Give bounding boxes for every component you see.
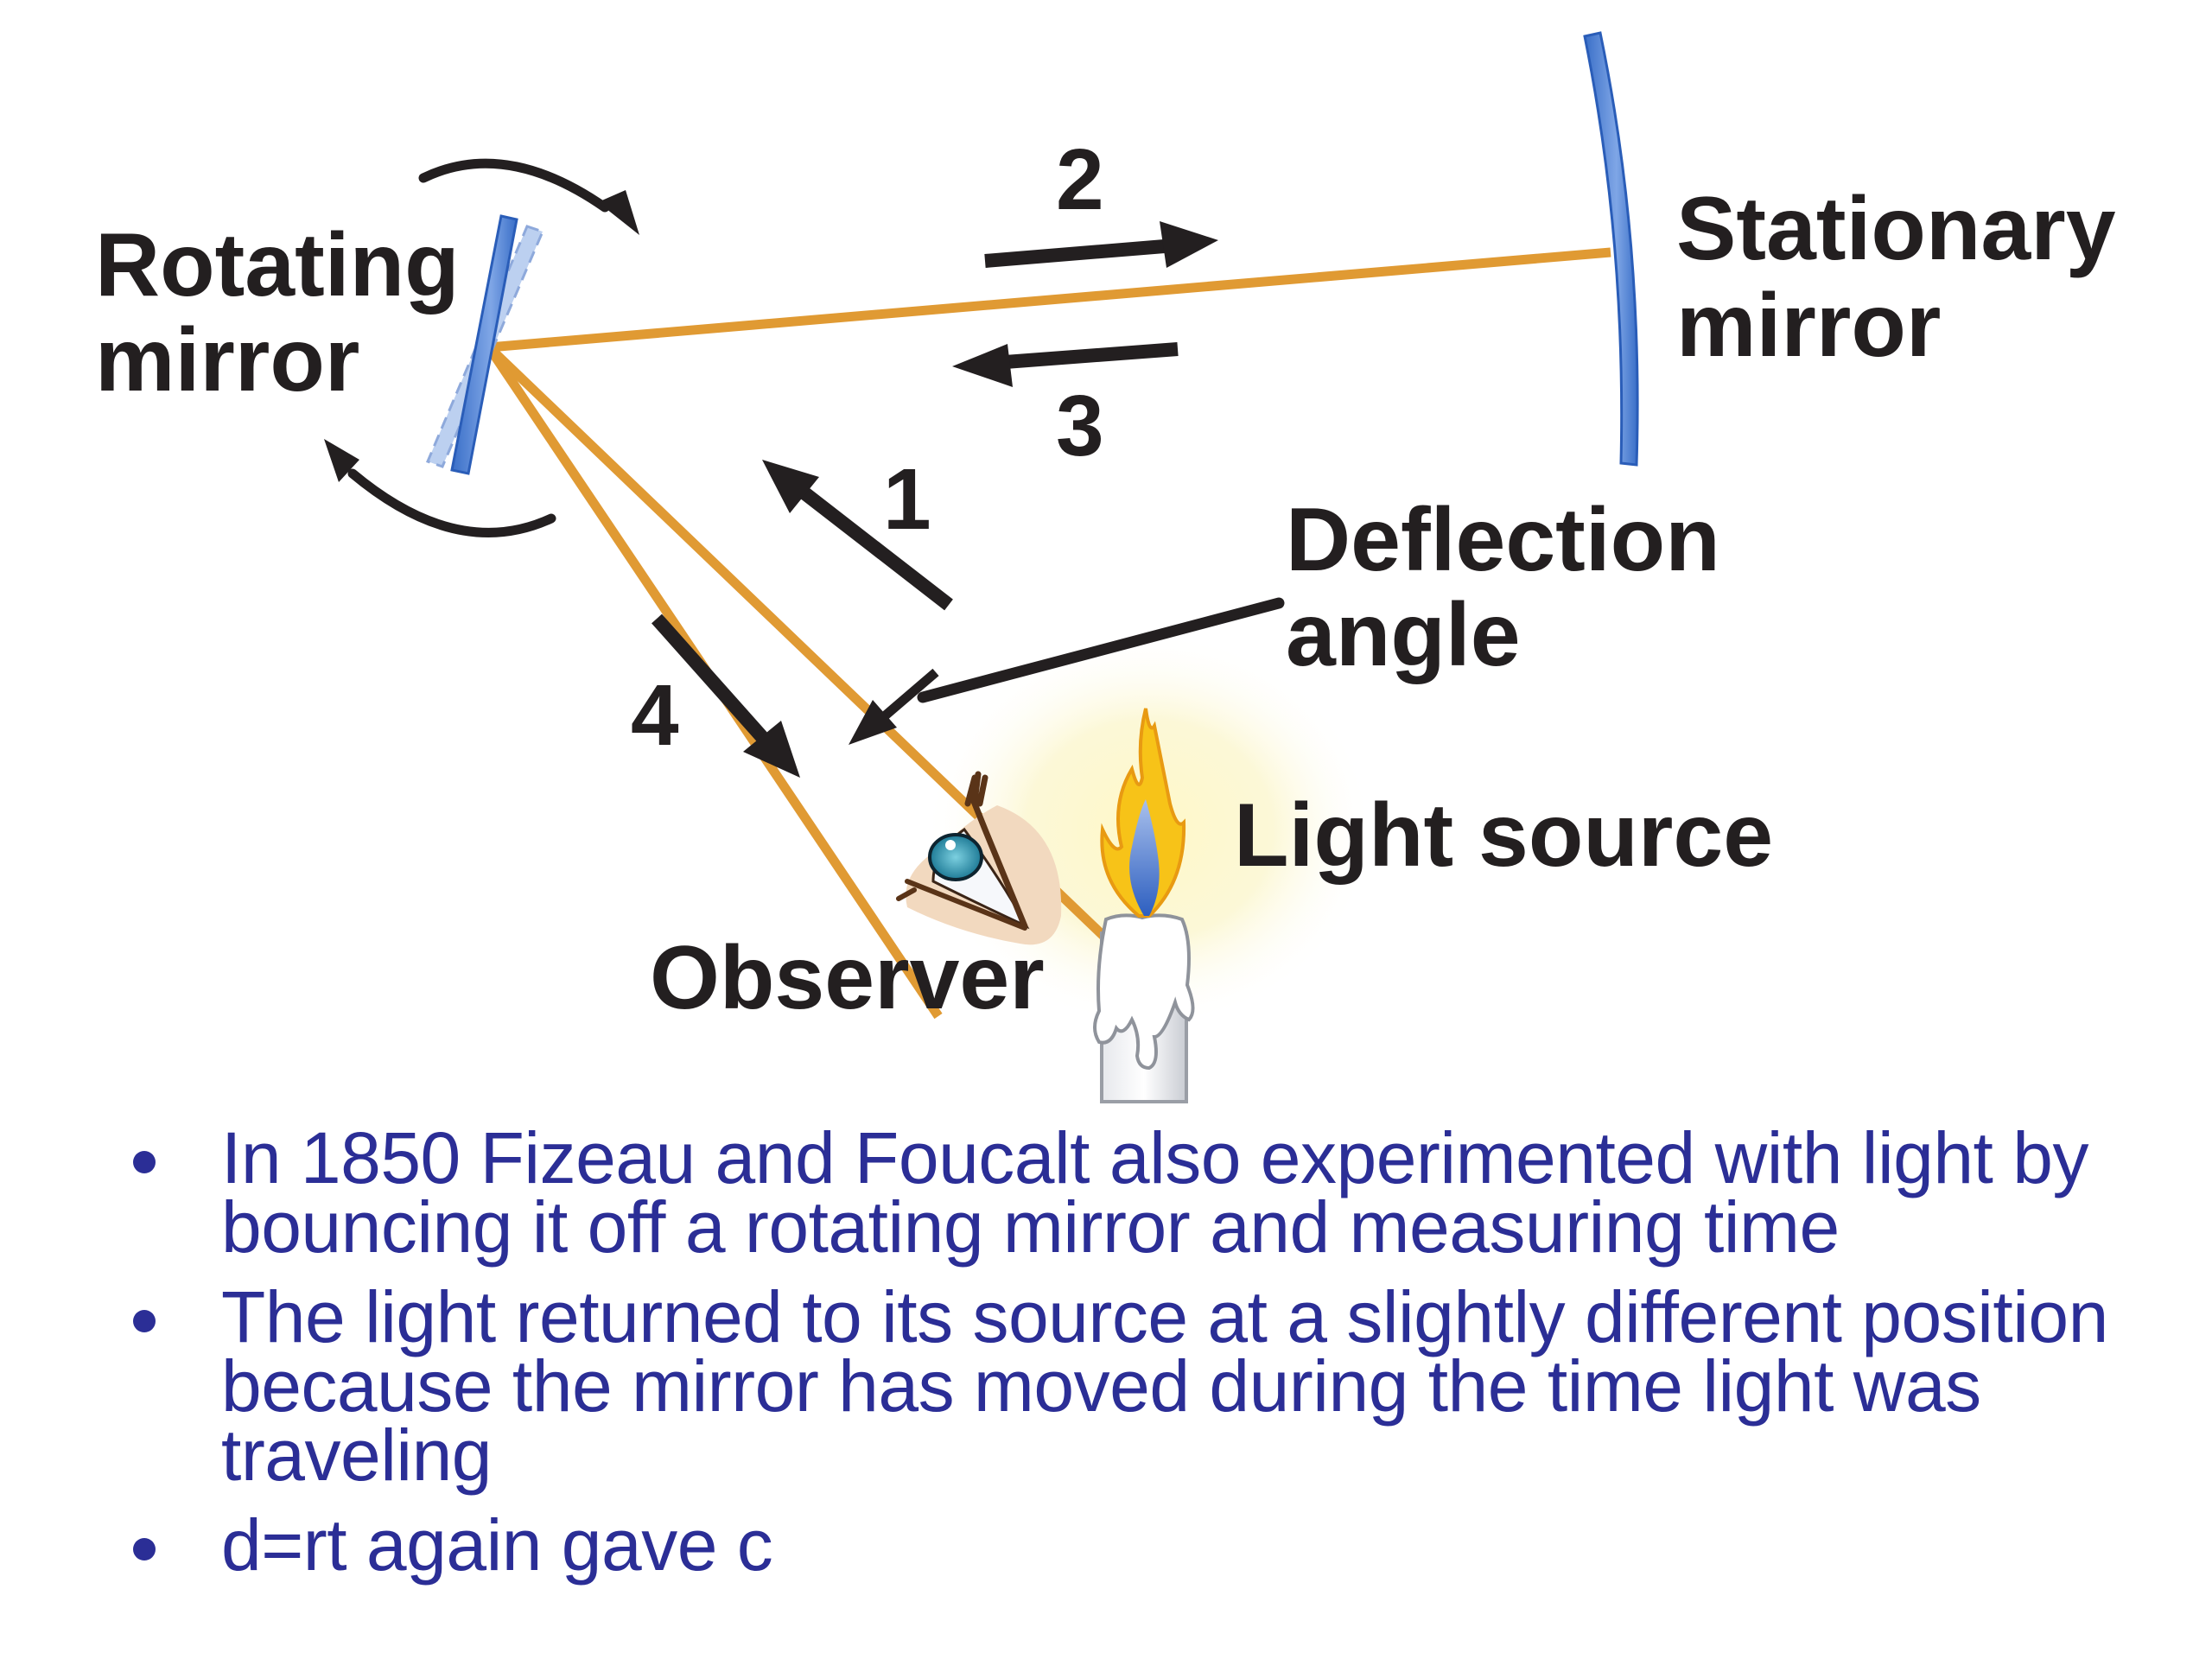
label-deflection-angle-line2: angle (1286, 585, 1521, 685)
rotation-arrows (347, 158, 610, 537)
rotation-arc-top (418, 158, 610, 213)
bullet-dot-icon (133, 1310, 156, 1332)
bullet-text: In 1850 Fizeau and Foucalt also experime… (221, 1117, 2088, 1268)
label-stationary-mirror-line1: Stationary (1676, 179, 2116, 279)
deflection-pointer-arrow-shaft (878, 668, 939, 723)
arrow-4-head (743, 721, 800, 778)
bullet-dot-icon (133, 1538, 156, 1560)
eye-upper-lashes (964, 771, 1028, 930)
label-light-source: Light source (1234, 785, 1773, 886)
rotation-arrowhead-bottom (324, 439, 359, 482)
observer-eye-icon (896, 771, 1062, 945)
candle-flame-inner (1129, 799, 1160, 916)
arrow-4-shaft (652, 613, 774, 750)
eye-highlight (945, 840, 956, 850)
label-observer: Observer (650, 928, 1045, 1028)
arrow-1-head (762, 460, 819, 513)
rotating-mirror (425, 214, 545, 475)
bullet-item: d=rt again gave c (0, 1504, 2212, 1586)
rotating-mirror-diagram: 2 3 1 4 Rotating mirror Stationary mirro… (95, 31, 2116, 1103)
bullet-text: d=rt again gave c (221, 1504, 773, 1586)
step-number-3: 3 (1056, 378, 1104, 474)
bullet-item: In 1850 Fizeau and Foucalt also experime… (0, 1117, 2212, 1268)
beam-to-stationary-mirror (488, 247, 1611, 353)
step-number-2: 2 (1056, 131, 1104, 228)
bullet-text: The light returned to its source at a sl… (221, 1276, 2108, 1496)
arrow-3-shaft (993, 342, 1179, 370)
step-number-4: 4 (631, 667, 679, 764)
stationary-mirror (1583, 31, 1639, 467)
label-rotating-mirror-line1: Rotating (95, 215, 460, 315)
arrow-2-shaft (984, 238, 1176, 268)
rotation-arc-bottom (347, 468, 556, 537)
deflection-pointer-line (917, 597, 1285, 703)
deflection-pointer-arrowhead (849, 700, 897, 745)
rotating-mirror-solid (450, 214, 518, 475)
candle-light-source-icon (1093, 708, 1195, 1103)
label-deflection-angle-line1: Deflection (1286, 490, 1720, 590)
eye-iris (928, 833, 983, 881)
arrow-2-head (1160, 221, 1218, 268)
direction-arrows (652, 238, 1285, 750)
bullet-item: The light returned to its source at a sl… (0, 1276, 2212, 1496)
arrow-3-head (952, 344, 1013, 387)
step-number-1: 1 (883, 451, 931, 548)
candle-wax-drips (1093, 913, 1195, 1071)
bullet-list: In 1850 Fizeau and Foucalt also experime… (0, 1117, 2212, 1600)
label-stationary-mirror-line2: mirror (1676, 276, 1941, 376)
bullet-dot-icon (133, 1151, 156, 1173)
rotation-arrowhead-top (598, 190, 639, 235)
arrow-1-shaft (791, 480, 953, 611)
label-rotating-mirror-line2: mirror (95, 310, 359, 410)
eye-lower-lashes (896, 879, 1027, 931)
